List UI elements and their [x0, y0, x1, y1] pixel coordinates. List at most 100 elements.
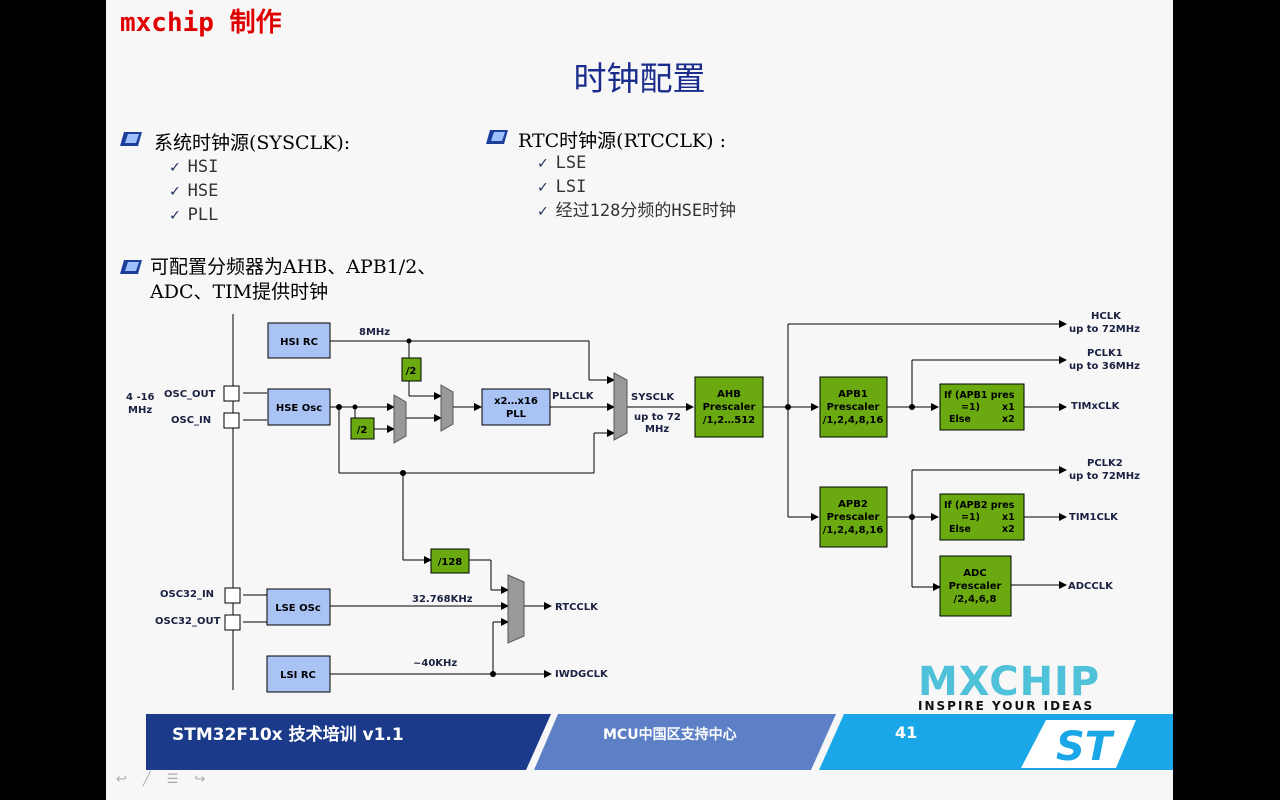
mux-pll-src — [393, 394, 407, 444]
svg-text:PCLK2: PCLK2 — [1087, 458, 1123, 469]
apb2-box — [819, 486, 888, 548]
mux-pll-in — [440, 384, 454, 432]
lsi-rc-box — [266, 655, 331, 693]
svg-text:HCLK: HCLK — [1091, 311, 1122, 322]
svg-text:OSC32_OUT: OSC32_OUT — [155, 616, 221, 627]
div2-box-a — [401, 357, 422, 382]
svg-text:LSI RC: LSI RC — [280, 670, 316, 681]
logo-graphic: MXCHIP INSPIRE YOUR IDEAS — [918, 659, 1100, 713]
svg-text:up to 36MHz: up to 36MHz — [1069, 361, 1140, 372]
svg-text:INSPIRE YOUR IDEAS: INSPIRE YOUR IDEAS — [918, 699, 1094, 712]
check-icon: ✓ — [538, 153, 548, 172]
ahb-box — [694, 376, 764, 438]
svg-text:LSE OSc: LSE OSc — [275, 603, 321, 614]
div2-box-b — [350, 417, 375, 440]
tim-mult1-box — [939, 383, 1025, 431]
menu-icon[interactable]: ☰ — [166, 772, 195, 787]
svg-text:32.768KHz: 32.768KHz — [412, 594, 473, 605]
svg-text:Prescaler: Prescaler — [949, 581, 1002, 592]
list-item: ✓LSE — [538, 153, 587, 173]
svg-text:ADC: ADC — [963, 568, 986, 579]
svg-text:OSC_OUT: OSC_OUT — [164, 389, 216, 400]
pin-osc-in — [223, 412, 240, 429]
list-item: ✓PLL — [170, 205, 219, 225]
rtcclk-heading: RTC时钟源(RTCCLK) : — [518, 130, 726, 152]
svg-text:x2: x2 — [1002, 414, 1015, 425]
list-item: ✓LSI — [538, 177, 587, 197]
slide: mxchip 制作 时钟配置 系统时钟源(SYSCLK): ✓HSI ✓HSE … — [106, 0, 1173, 800]
config-line2: ADC、TIM提供时钟 — [150, 281, 329, 303]
svg-text:~40KHz: ~40KHz — [413, 658, 457, 669]
svg-text:SYSCLK: SYSCLK — [631, 392, 675, 403]
bullet-icon — [120, 132, 142, 146]
list-item: ✓HSI — [170, 157, 219, 177]
config-text: 可配置分频器为AHB、APB1/2、 ADC、TIM提供时钟 — [150, 255, 436, 305]
svg-text:/1,2,4,8,16: /1,2,4,8,16 — [823, 525, 884, 536]
svg-text:IWDGCLK: IWDGCLK — [555, 669, 609, 680]
pll-box — [481, 388, 551, 426]
mux-sysclk — [613, 372, 628, 441]
svg-text:=1): =1) — [961, 402, 980, 413]
svg-text:MHz: MHz — [128, 405, 152, 416]
svg-text:Else: Else — [949, 524, 971, 535]
svg-text:Else: Else — [949, 414, 971, 425]
div128-box — [430, 548, 470, 574]
svg-text:PCLK1: PCLK1 — [1087, 348, 1123, 359]
svg-text:RTCCLK: RTCCLK — [555, 602, 599, 613]
mxchip-logo: MXCHIP INSPIRE YOUR IDEAS — [918, 659, 1140, 716]
bullet-icon — [120, 260, 142, 274]
list-item: ✓经过128分频的HSE时钟 — [538, 201, 737, 221]
hse-osc-box — [267, 388, 331, 426]
svg-text:PLLCLK: PLLCLK — [552, 391, 595, 402]
st-logo-icon: ST — [1056, 724, 1115, 770]
svg-text:Prescaler: Prescaler — [703, 402, 756, 413]
svg-text:/2: /2 — [357, 425, 368, 436]
brand-text: mxchip 制作 — [120, 8, 282, 38]
svg-text:/1,2,4,8,16: /1,2,4,8,16 — [823, 415, 884, 426]
pen-icon[interactable]: ╱ — [142, 772, 167, 787]
svg-text:TIM1CLK: TIM1CLK — [1069, 512, 1119, 523]
prev-icon[interactable]: ↩ — [116, 772, 143, 787]
svg-text:x2: x2 — [1002, 524, 1015, 535]
next-icon[interactable]: ↪ — [194, 772, 222, 787]
config-line1: 可配置分频器为AHB、APB1/2、 — [150, 256, 437, 278]
svg-text:Prescaler: Prescaler — [827, 402, 880, 413]
check-icon: ✓ — [170, 157, 180, 176]
bullet-icon — [486, 130, 508, 144]
svg-text:up to 72MHz: up to 72MHz — [1069, 324, 1140, 335]
clock-tree-diagram: HSI RC HSE Osc LSE OSc LSI RC x2…x16 PLL… — [126, 311, 1140, 693]
svg-text:4 -16: 4 -16 — [126, 392, 155, 403]
pin-osc-out — [223, 385, 240, 402]
svg-text:TIMxCLK: TIMxCLK — [1071, 401, 1121, 412]
list-item: ✓HSE — [170, 181, 219, 201]
svg-text:If (APB1 pres: If (APB1 pres — [944, 390, 1015, 401]
svg-text:PLL: PLL — [506, 409, 527, 420]
svg-text:OSC_IN: OSC_IN — [171, 415, 211, 426]
check-icon: ✓ — [170, 181, 180, 200]
svg-text:x1: x1 — [1002, 512, 1015, 523]
apb1-box — [819, 376, 888, 438]
svg-text:ADCCLK: ADCCLK — [1068, 581, 1114, 592]
adc-box — [939, 555, 1012, 617]
svg-text:/2: /2 — [406, 366, 417, 377]
slide-nav[interactable]: ↩╱☰↪ — [116, 772, 221, 787]
svg-text:AHB: AHB — [717, 389, 741, 400]
svg-text:/1,2…512: /1,2…512 — [703, 415, 755, 426]
footer-course: STM32F10x 技术培训 v1.1 — [172, 725, 404, 745]
svg-text:x2…x16: x2…x16 — [494, 396, 538, 407]
svg-text:If (APB2 pres: If (APB2 pres — [944, 500, 1015, 511]
svg-text:APB2: APB2 — [838, 499, 868, 510]
check-icon: ✓ — [538, 201, 548, 220]
svg-text:HSI RC: HSI RC — [280, 337, 318, 348]
footer-center: MCU中国区支持中心 — [603, 727, 737, 743]
rtcclk-list: ✓LSE ✓LSI ✓经过128分频的HSE时钟 — [538, 151, 736, 223]
tim-mult2-box — [939, 493, 1025, 541]
hsi-rc-box — [267, 322, 331, 359]
svg-text:up to 72MHz: up to 72MHz — [1069, 471, 1140, 482]
mux-rtc — [507, 574, 525, 644]
pin-osc32-out — [224, 614, 241, 631]
svg-text:Prescaler: Prescaler — [827, 512, 880, 523]
svg-text:8MHz: 8MHz — [359, 327, 390, 338]
slide-title: 时钟配置 — [573, 59, 706, 98]
svg-text:MXCHIP: MXCHIP — [918, 660, 1100, 705]
